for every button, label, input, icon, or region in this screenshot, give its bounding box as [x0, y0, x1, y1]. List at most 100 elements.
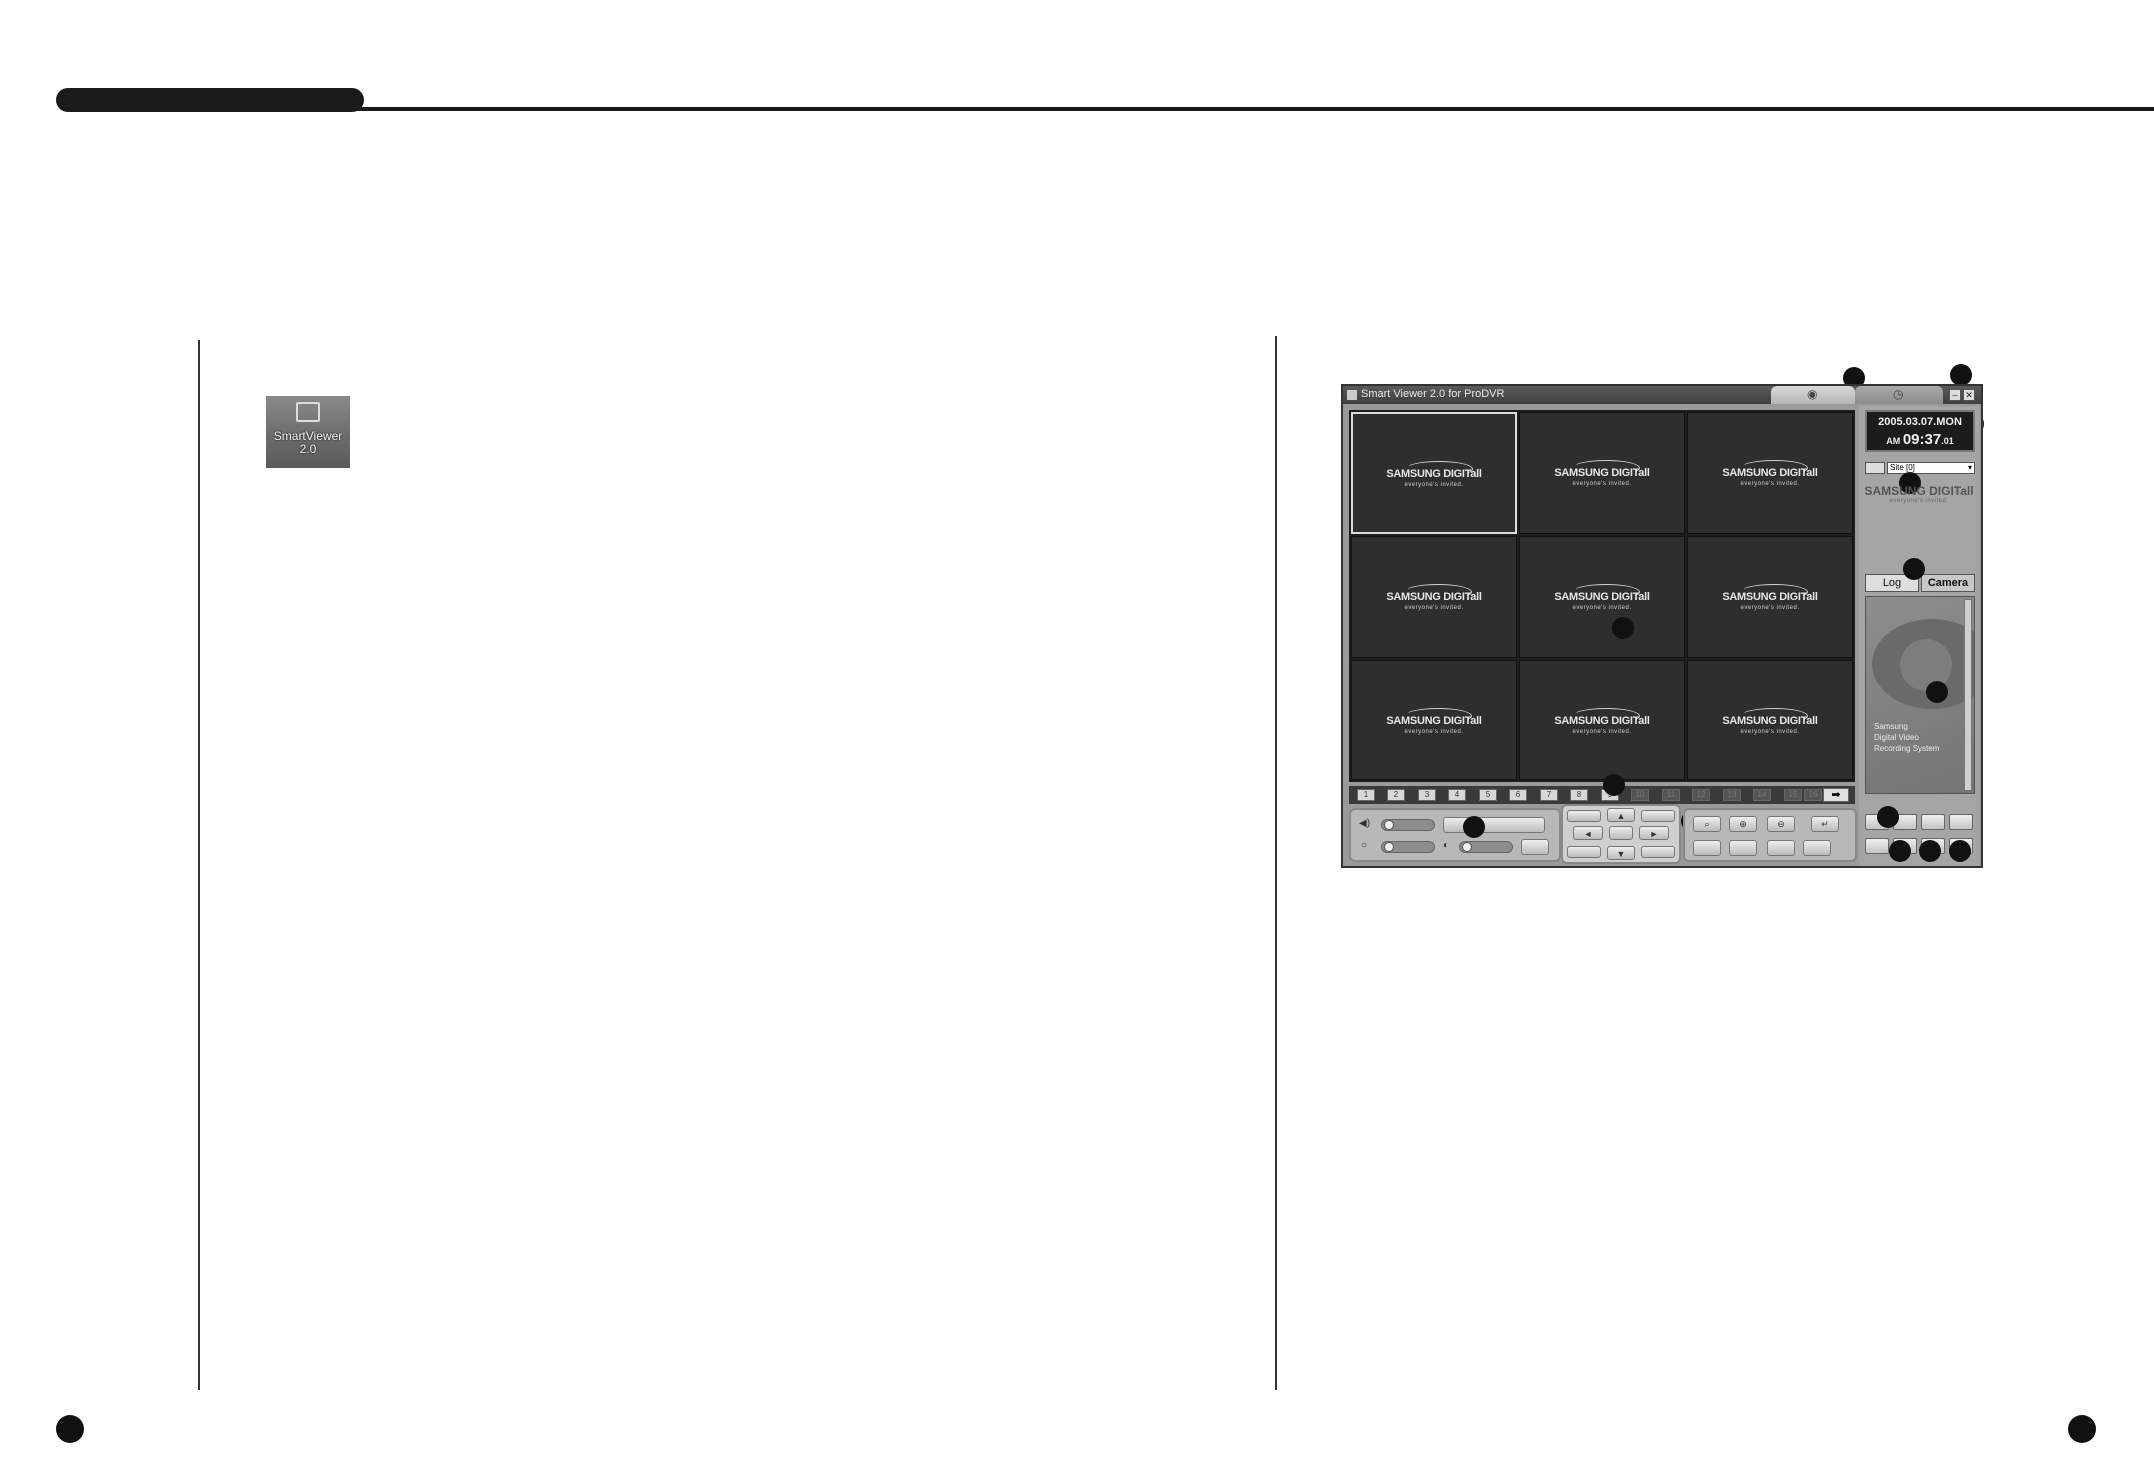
- callout-marker: [1603, 774, 1625, 796]
- brand-swoosh: [1740, 460, 1808, 476]
- slider-knob[interactable]: [1384, 820, 1394, 830]
- brand-tagline: everyone's invited.: [1740, 729, 1800, 735]
- channel-button[interactable]: 16: [1804, 789, 1822, 801]
- brand-logo-text: SAMSUNG DIGITall: [1386, 715, 1482, 727]
- info-line: Samsung: [1874, 722, 1908, 731]
- video-cell[interactable]: SAMSUNG DIGITall everyone's invited.: [1687, 412, 1853, 534]
- channel-button[interactable]: 4: [1448, 789, 1466, 801]
- brand-logo-text: SAMSUNG DIGITall: [1554, 715, 1650, 727]
- channel-button[interactable]: 2: [1387, 789, 1405, 801]
- brand-tagline: everyone's invited.: [1404, 605, 1464, 611]
- brand-swoosh: [1572, 460, 1640, 476]
- channel-button[interactable]: 10: [1631, 789, 1649, 801]
- video-cell[interactable]: SAMSUNG DIGITall everyone's invited.: [1351, 412, 1517, 534]
- channel-button[interactable]: 14: [1753, 789, 1771, 801]
- brand-tagline: everyone's invited.: [1572, 481, 1632, 487]
- ptz-up-button[interactable]: ▲: [1607, 808, 1635, 822]
- tab-log[interactable]: Log: [1865, 574, 1919, 592]
- layout-4x4-button[interactable]: [1949, 814, 1973, 830]
- focus-far-button[interactable]: [1729, 840, 1757, 856]
- ptz-down-left-button[interactable]: [1567, 846, 1601, 858]
- ptz-down-button[interactable]: ▼: [1607, 846, 1635, 860]
- brand-logo-text: SAMSUNG DIGITall: [1722, 715, 1818, 727]
- desktop-icon-label-line2: 2.0: [299, 442, 317, 456]
- tab-search[interactable]: ◷: [1855, 386, 1943, 404]
- zoom-in-icon: ⊕: [1739, 819, 1747, 829]
- brand-tagline: everyone's invited.: [1572, 729, 1632, 735]
- brand-tagline: everyone's invited.: [1404, 482, 1464, 488]
- enter-button[interactable]: ↵: [1811, 816, 1839, 832]
- ptz-right-button[interactable]: ►: [1639, 826, 1669, 840]
- callout-marker: [1926, 681, 1948, 703]
- tab-camera[interactable]: Camera: [1921, 574, 1975, 592]
- sidebar-brand-tagline: everyone's invited.: [1889, 498, 1949, 504]
- slider-knob[interactable]: [1384, 842, 1394, 852]
- iris-button[interactable]: [1767, 840, 1795, 856]
- fullscreen-button[interactable]: [1865, 838, 1889, 854]
- smartviewer-desktop-icon[interactable]: SmartViewer 2.0: [266, 396, 350, 468]
- zoom-out-button[interactable]: ⊖: [1767, 816, 1795, 832]
- page-number-marker-right: [2068, 1415, 2096, 1443]
- audio-image-panel: ◀) ○ ◐: [1349, 808, 1561, 862]
- site-connect-icon[interactable]: [1865, 462, 1885, 474]
- callout-marker: [1919, 840, 1941, 862]
- video-grid: SAMSUNG DIGITall everyone's invited. SAM…: [1349, 410, 1855, 782]
- clock-time: AM 09:37.01: [1867, 431, 1973, 448]
- ptz-center-button[interactable]: [1609, 826, 1633, 840]
- zoom-in-button[interactable]: ⊕: [1729, 816, 1757, 832]
- brand-logo-text: SAMSUNG DIGITall: [1386, 468, 1482, 480]
- chevron-down-icon[interactable]: ▾: [1967, 463, 1972, 472]
- video-cell[interactable]: SAMSUNG DIGITall everyone's invited.: [1519, 412, 1685, 534]
- tab-live[interactable]: ◉: [1771, 386, 1855, 404]
- channel-button[interactable]: 12: [1692, 789, 1710, 801]
- app-icon: [1347, 390, 1357, 400]
- audio-option-button[interactable]: [1475, 817, 1545, 833]
- channel-bar: 1 2 3 4 5 6 7 8 9 10 11 12 13 14 15 16 ➡: [1349, 774, 1855, 804]
- contrast-slider[interactable]: [1459, 841, 1513, 853]
- enter-icon: ↵: [1821, 819, 1829, 829]
- channel-button[interactable]: 6: [1509, 789, 1527, 801]
- callout-marker: [1949, 840, 1971, 862]
- volume-slider[interactable]: [1381, 819, 1435, 831]
- ptz-up-right-button[interactable]: [1641, 810, 1675, 822]
- zoom-panel: ⌕ ⊕ ⊖ ↵: [1683, 808, 1857, 862]
- ptz-left-button[interactable]: ◄: [1573, 826, 1603, 840]
- video-cell[interactable]: SAMSUNG DIGITall everyone's invited.: [1519, 660, 1685, 780]
- channel-button[interactable]: 7: [1540, 789, 1558, 801]
- zoom-out-icon: ⊖: [1777, 819, 1785, 829]
- channel-button[interactable]: 15: [1784, 789, 1802, 801]
- video-cell[interactable]: SAMSUNG DIGITall everyone's invited.: [1687, 660, 1853, 780]
- preset-button[interactable]: [1803, 840, 1831, 856]
- zoom-area-button[interactable]: ⌕: [1693, 816, 1721, 832]
- brand-swoosh: [1572, 584, 1640, 600]
- ptz-up-left-button[interactable]: [1567, 810, 1601, 822]
- sidebar-brand-logo: SAMSUNG DIGITall: [1864, 484, 1974, 498]
- callout-marker: [1463, 816, 1485, 838]
- video-cell[interactable]: SAMSUNG DIGITall everyone's invited.: [1519, 536, 1685, 658]
- channel-button[interactable]: 13: [1723, 789, 1741, 801]
- slider-knob[interactable]: [1462, 842, 1472, 852]
- site-select[interactable]: Site [0] ▾: [1887, 462, 1975, 474]
- channel-button[interactable]: 11: [1662, 789, 1680, 801]
- close-button[interactable]: ✕: [1963, 389, 1975, 401]
- video-cell[interactable]: SAMSUNG DIGITall everyone's invited.: [1351, 536, 1517, 658]
- header-bar-pill: [56, 88, 364, 112]
- layout-3x3-button[interactable]: [1921, 814, 1945, 830]
- brand-swoosh: [1404, 708, 1472, 724]
- info-line: Recording System: [1874, 744, 1940, 753]
- minimize-button[interactable]: –: [1949, 389, 1961, 401]
- info-text: Samsung Digital Video Recording System: [1874, 721, 1966, 754]
- ptz-down-right-button[interactable]: [1641, 846, 1675, 858]
- brightness-slider[interactable]: [1381, 841, 1435, 853]
- focus-near-button[interactable]: [1693, 840, 1721, 856]
- next-page-button[interactable]: ➡: [1823, 788, 1849, 802]
- channel-button[interactable]: 5: [1479, 789, 1497, 801]
- channel-button[interactable]: 8: [1570, 789, 1588, 801]
- channel-button[interactable]: 1: [1357, 789, 1375, 801]
- speaker-icon: ◀): [1359, 818, 1371, 829]
- channel-button[interactable]: 3: [1418, 789, 1436, 801]
- scrollbar[interactable]: [1964, 599, 1972, 791]
- reset-button[interactable]: [1521, 839, 1549, 855]
- video-cell[interactable]: SAMSUNG DIGITall everyone's invited.: [1687, 536, 1853, 658]
- video-cell[interactable]: SAMSUNG DIGITall everyone's invited.: [1351, 660, 1517, 780]
